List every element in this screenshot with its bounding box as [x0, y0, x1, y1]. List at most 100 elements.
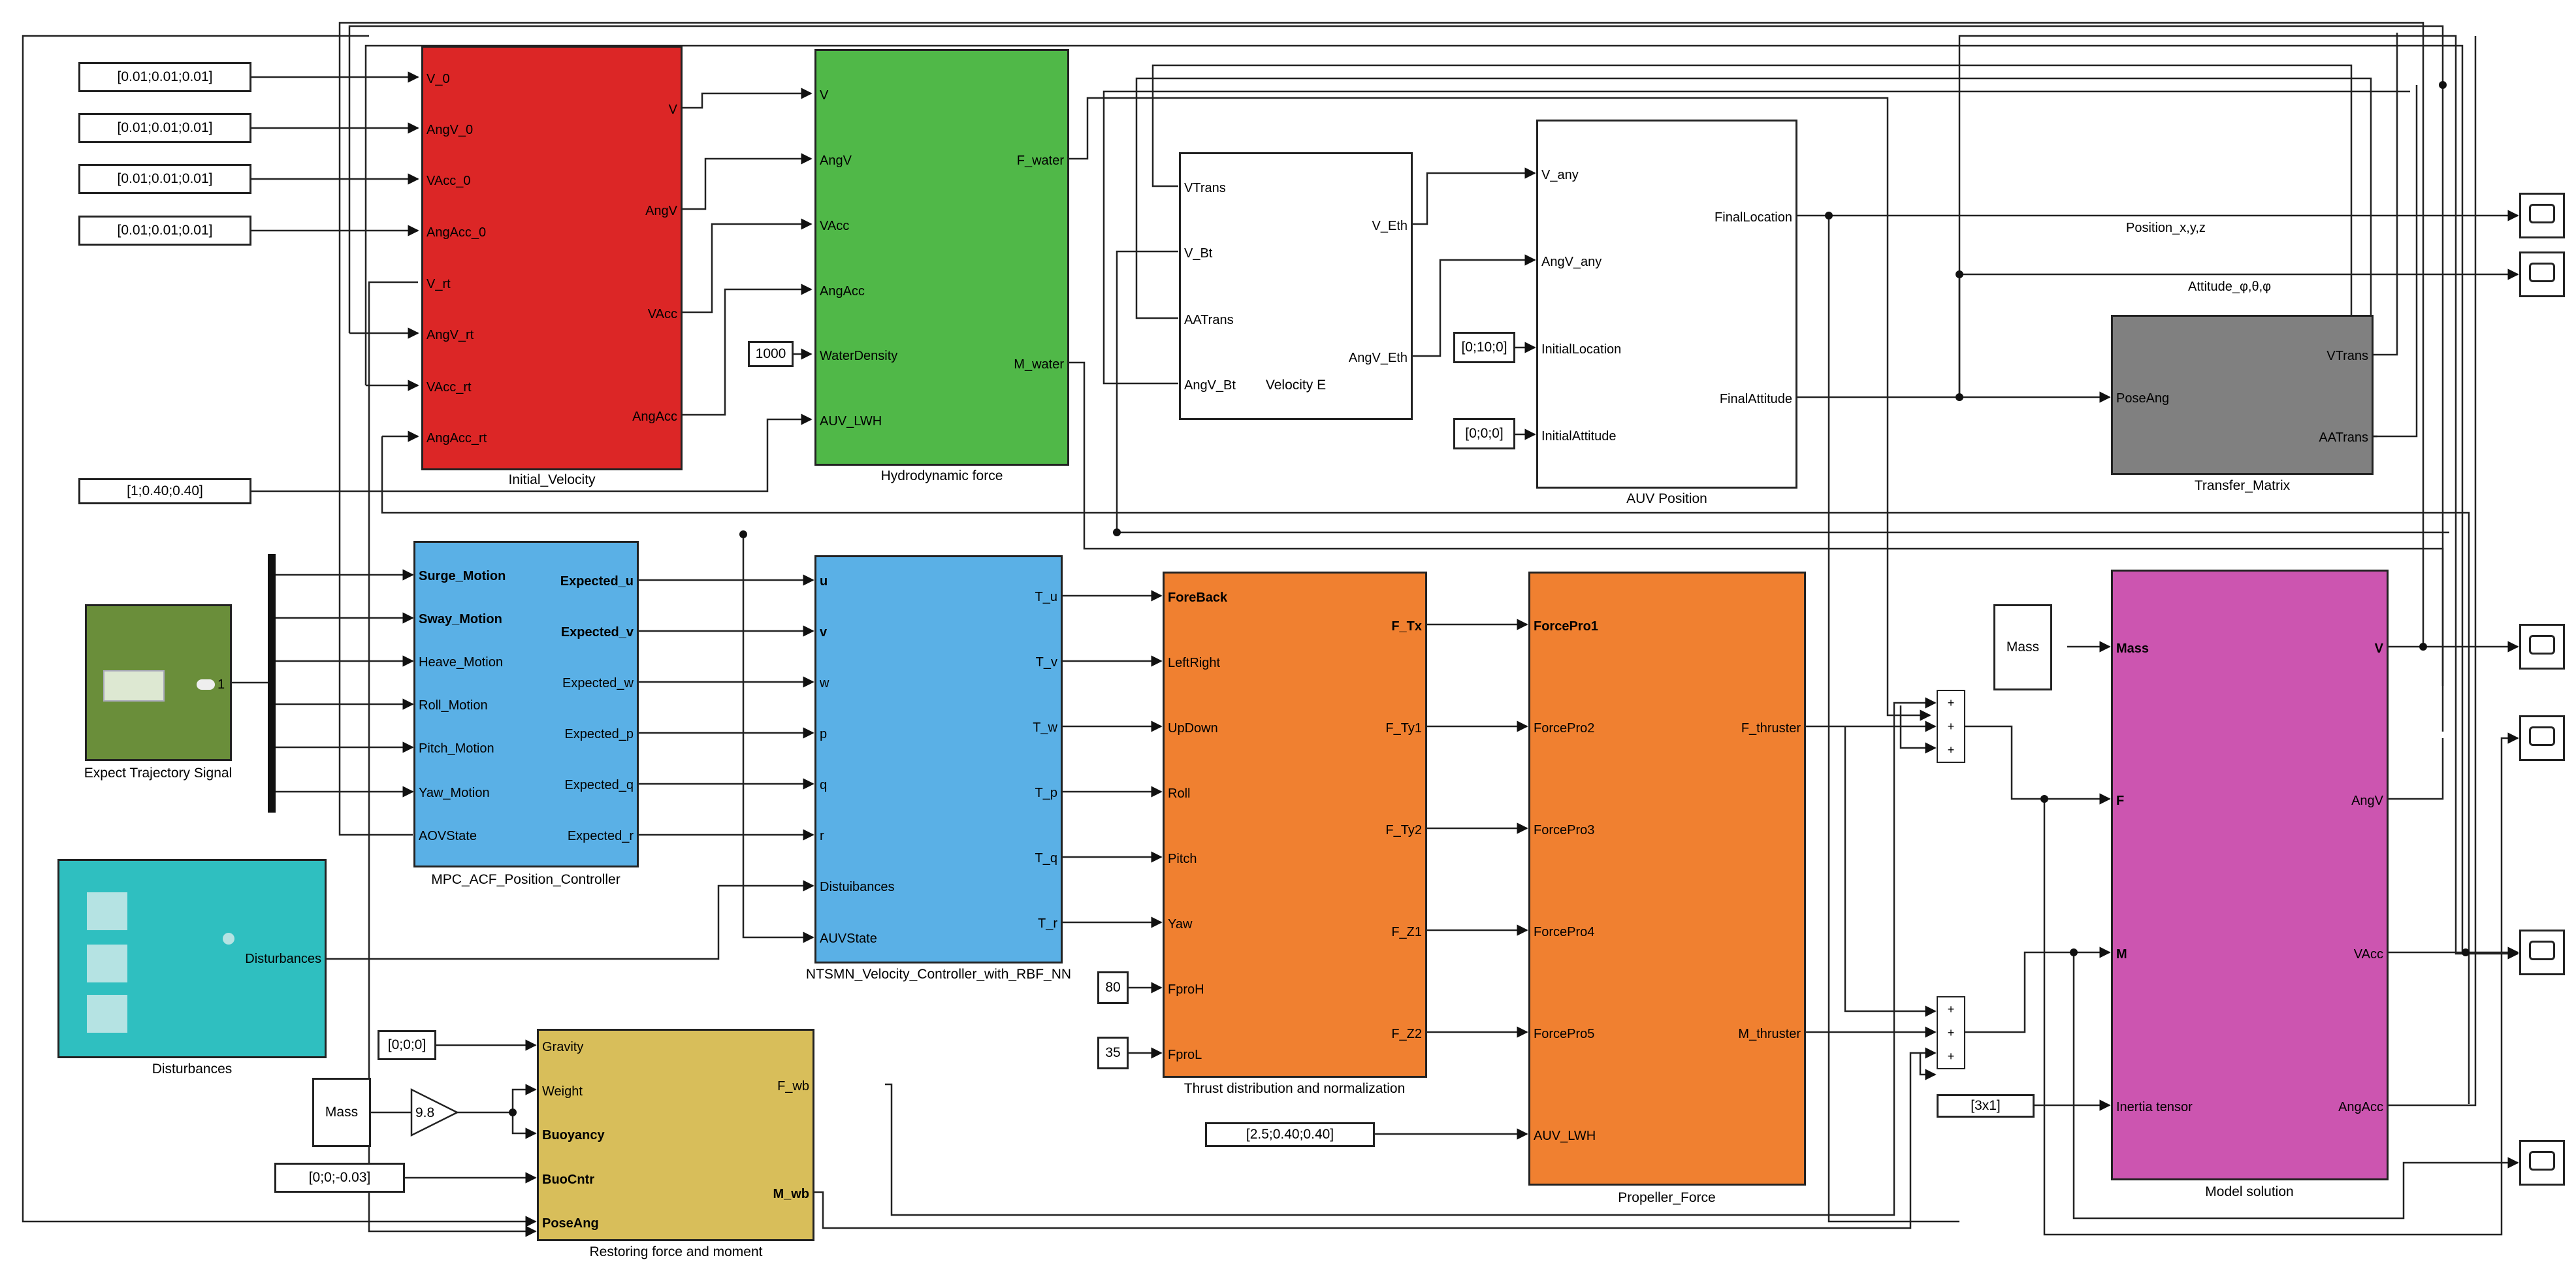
port-label: AUV_LWH [820, 414, 882, 429]
port-label: V_any [1541, 168, 1579, 182]
sum-sign: + [1947, 743, 1955, 756]
port-label: T_r [1038, 916, 1057, 931]
block-caption: Restoring force and moment [589, 1244, 763, 1259]
port-label: AUV_LWH [1534, 1129, 1596, 1143]
port-label: InitialLocation [1541, 342, 1622, 357]
port-label: Roll [1168, 786, 1191, 801]
output-port-number: 1 [217, 677, 225, 692]
port-label: V_0 [427, 72, 450, 86]
port-label: F_Ty1 [1385, 721, 1422, 736]
port-label: Pitch [1168, 852, 1197, 866]
hydrodynamic-force-block[interactable]: V AngV VAcc AngAcc WaterDensity AUV_LWH … [814, 49, 1069, 466]
port-label: q [820, 778, 828, 792]
port-label: Yaw [1168, 917, 1193, 931]
disturbances-block[interactable]: Disturbances [57, 859, 327, 1058]
port-label: T_u [1035, 590, 1057, 604]
constant-v0[interactable]: [0.01;0.01;0.01] [78, 62, 251, 92]
port-label: Surge_Motion [419, 569, 506, 583]
port-label: Expected_v [560, 625, 634, 640]
port-label: F [2116, 794, 2125, 808]
block-caption: Transfer_Matrix [2194, 478, 2291, 493]
constant-mass-restoring[interactable]: Mass [312, 1078, 371, 1147]
port-label: M_wb [773, 1187, 809, 1201]
block-caption: Thrust distribution and normalization [1183, 1081, 1406, 1096]
scope-position[interactable] [2519, 193, 2565, 238]
block-caption: Hydrodynamic force [880, 468, 1003, 483]
signal-builder-icon [103, 670, 165, 702]
model-solution-block[interactable]: Mass F M Inertia tensor V AngV VAcc AngA… [2111, 570, 2389, 1180]
scope-icon [2529, 635, 2555, 655]
port-label: AngAcc [820, 284, 865, 299]
port-label: F_water [1016, 154, 1064, 168]
port-label: F_thruster [1741, 721, 1801, 736]
constant-fproh[interactable]: 80 [1097, 971, 1129, 1004]
scope-angular-acceleration[interactable] [2519, 1140, 2565, 1186]
scope-icon [2529, 204, 2555, 223]
constant-water-density[interactable]: 1000 [748, 341, 794, 367]
port-label: Buoyancy [542, 1128, 605, 1142]
port-label: AngV_any [1541, 255, 1602, 269]
port-label: LeftRight [1168, 656, 1221, 670]
scope-icon [2529, 941, 2555, 960]
constant-mass-model[interactable]: Mass [1993, 604, 2052, 690]
constant-angv0[interactable]: [0.01;0.01;0.01] [78, 113, 251, 143]
port-label: V [2374, 641, 2383, 656]
constant-fprol[interactable]: 35 [1097, 1037, 1129, 1069]
constant-inertia-tensor[interactable]: [3x1] [1937, 1094, 2035, 1118]
port-label: VAcc_rt [427, 380, 472, 395]
block-caption: Disturbances [152, 1061, 233, 1077]
initial-velocity-block[interactable]: V_0 AngV_0 VAcc_0 AngAcc_0 V_rt AngV_rt … [421, 46, 683, 470]
port-label: v [820, 625, 828, 640]
scope-acceleration[interactable] [2519, 930, 2565, 975]
constant-angacc0[interactable]: [0.01;0.01;0.01] [78, 216, 251, 246]
scope-angular-velocity[interactable] [2519, 715, 2565, 761]
port-label: Inertia tensor [2116, 1100, 2193, 1114]
block-caption: MPC_ACF_Position_Controller [431, 872, 620, 887]
constant-initial-attitude[interactable]: [0;0;0] [1453, 418, 1515, 449]
scope-velocity[interactable] [2519, 624, 2565, 670]
constant-auv-lwh-prop[interactable]: [2.5;0.40;0.40] [1205, 1122, 1375, 1147]
port-label: VAcc [2353, 947, 2383, 962]
port-label: Expected_r [567, 829, 634, 843]
propeller-force-block[interactable]: ForcePro1 ForcePro2 ForcePro3 ForcePro4 … [1528, 572, 1806, 1186]
port-label: V [820, 88, 829, 103]
constant-gravity[interactable]: [0;0;0] [378, 1030, 436, 1060]
constant-buocntr[interactable]: [0;0;-0.03] [274, 1163, 405, 1193]
port-label: Expected_p [564, 727, 634, 741]
port-label: PoseAng [542, 1216, 599, 1231]
port-label: F_Z1 [1391, 925, 1422, 939]
constant-auv-lwh-hydro[interactable]: [1;0.40;0.40] [78, 478, 251, 504]
port-label: ForcePro5 [1534, 1027, 1595, 1041]
mpc-position-controller-block[interactable]: Surge_Motion Sway_Motion Heave_Motion Ro… [413, 541, 639, 867]
disturbance-source-1 [87, 892, 127, 930]
sum-moment-block[interactable]: + + + [1937, 996, 1965, 1069]
expect-trajectory-signal-block[interactable]: 1 [85, 604, 232, 761]
thrust-distribution-block[interactable]: ForeBack LeftRight UpDown Roll Pitch Yaw… [1163, 572, 1427, 1078]
ntsmn-velocity-controller-block[interactable]: u v w p q r Distuibances AUVState T_u T_… [814, 555, 1063, 963]
port-label: Weight [542, 1084, 583, 1099]
port-label: M_thruster [1738, 1027, 1801, 1041]
port-label: AngV_Eth [1348, 351, 1408, 365]
velocity-e-block[interactable]: VTrans V_Bt AATrans AngV_Bt V_Eth AngV_E… [1179, 152, 1413, 420]
constant-vacc0[interactable]: [0.01;0.01;0.01] [78, 164, 251, 194]
position-signal-label: Position_x,y,z [2126, 221, 2206, 235]
sum-sign: + [1947, 719, 1955, 733]
port-label: AngV_rt [427, 328, 474, 342]
port-label: AngV [820, 154, 852, 168]
restoring-force-block[interactable]: Gravity Weight Buoyancy BuoCntr PoseAng … [537, 1029, 814, 1241]
sum-force-block[interactable]: + + + [1937, 690, 1965, 763]
transfer-matrix-block[interactable]: PoseAng VTrans AATrans [2111, 315, 2374, 475]
port-label: VAcc [647, 307, 677, 321]
constant-initial-location[interactable]: [0;10;0] [1453, 332, 1515, 363]
auv-position-block[interactable]: V_any AngV_any InitialLocation InitialAt… [1536, 120, 1797, 489]
port-label: r [820, 829, 824, 843]
scope-attitude[interactable] [2519, 251, 2565, 297]
block-caption: Expect Trajectory Signal [84, 766, 233, 781]
port-label: Expected_w [562, 676, 634, 690]
block-caption: Velocity E [1265, 378, 1327, 393]
sum-sign: + [1947, 696, 1955, 709]
port-label: V_Bt [1184, 246, 1213, 261]
port-label: InitialAttitude [1541, 429, 1617, 444]
block-caption: Propeller_Force [1618, 1190, 1716, 1205]
